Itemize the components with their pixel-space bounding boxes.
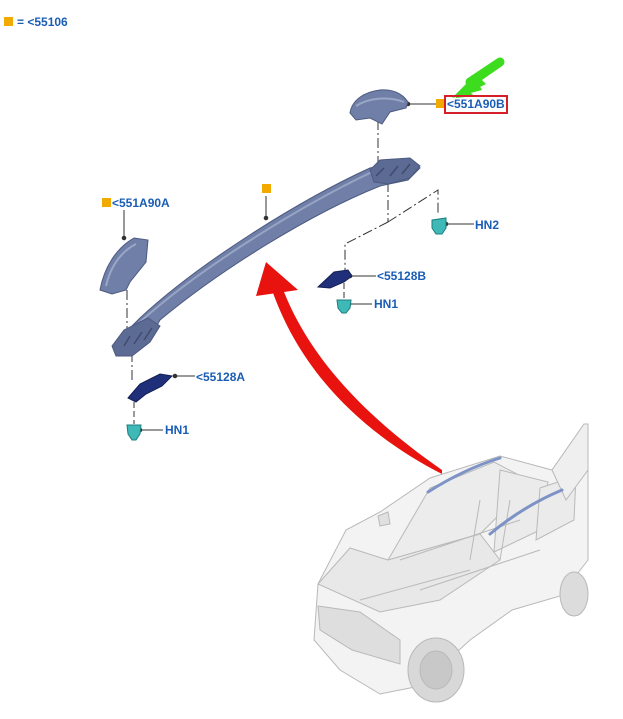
label-clip-hn1-rear: HN1 — [374, 297, 399, 311]
end-cap-rear — [349, 89, 409, 125]
roof-rail — [111, 157, 421, 357]
green-arrow-icon — [452, 57, 505, 98]
label-end-cap-rear: <551A90B — [447, 97, 505, 111]
marker-cap-rear — [436, 99, 445, 108]
label-bracket-front: <55128A — [196, 370, 246, 384]
legend-text: = <55106 — [17, 15, 68, 29]
marker-cap-front — [102, 198, 111, 207]
bracket-front — [127, 373, 174, 403]
red-curved-arrow-icon — [256, 262, 442, 474]
leader-lines — [121, 101, 474, 433]
marker-rail — [262, 184, 271, 193]
highlight-box — [444, 95, 508, 114]
vehicle-roof-rails — [426, 456, 564, 536]
vehicle-illustration — [313, 423, 589, 703]
label-clip-hn1-front: HN1 — [165, 423, 190, 437]
clip-hn2 — [431, 217, 447, 235]
end-cap-front — [99, 237, 149, 295]
label-bracket-rear: <55128B — [377, 269, 427, 283]
clip-hn1-front — [126, 424, 142, 441]
bracket-rear — [316, 269, 353, 289]
label-end-cap-front: <551A90A — [112, 196, 170, 210]
label-clip-hn2: HN2 — [475, 218, 500, 232]
clip-hn1-rear — [336, 299, 352, 314]
legend-value: = <55106 — [17, 15, 68, 29]
legend-marker — [4, 17, 13, 26]
